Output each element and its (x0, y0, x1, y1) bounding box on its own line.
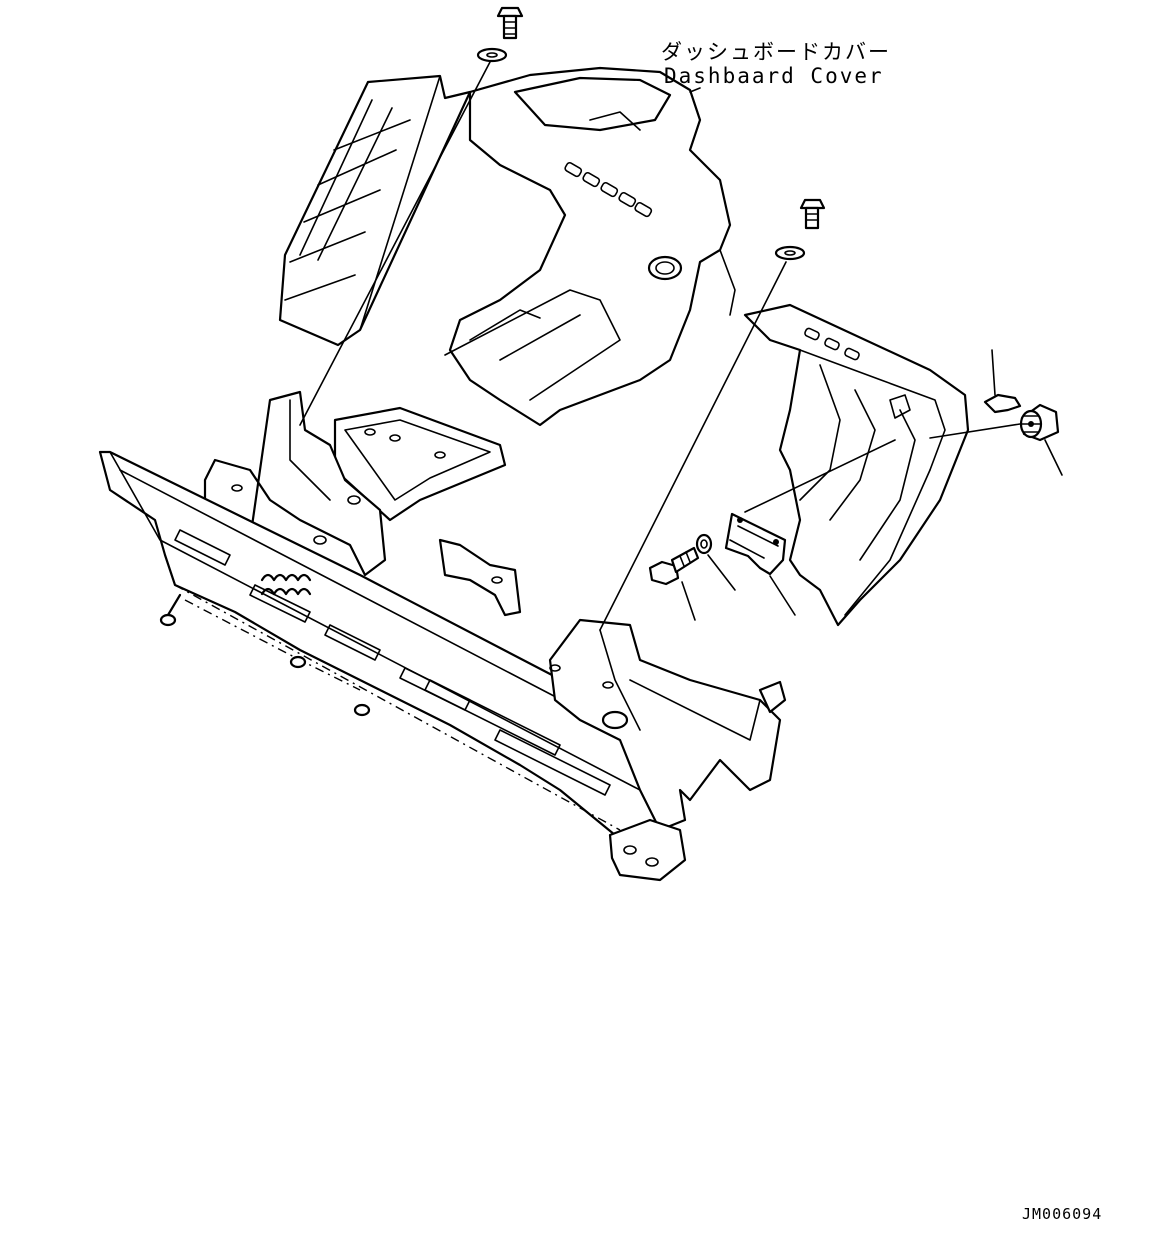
dashboard-cover (278, 66, 736, 427)
bolt-icon (648, 546, 700, 586)
cover-label-leader (689, 87, 701, 93)
washer-icon (774, 245, 806, 261)
socket-callout-leader (1044, 439, 1063, 476)
dashboard-cover-label-en: Dashbaard Cover (664, 64, 884, 88)
clip-callout-leader (991, 349, 996, 396)
washer-icon (695, 533, 713, 555)
side-cover-vents (804, 327, 860, 361)
clip-icon (983, 393, 1022, 414)
screw-icon (496, 6, 524, 40)
bolt-leader (681, 581, 696, 621)
screw-leader-left (299, 61, 491, 426)
screw-icon (799, 198, 826, 230)
screw-leader-center (599, 261, 787, 631)
dash-frame (98, 390, 787, 882)
bracket-callout-leader (769, 575, 796, 616)
frame-fasteners (159, 593, 371, 717)
washer-leader (707, 554, 736, 591)
socket-icon (1019, 403, 1060, 442)
right-side-cover (743, 303, 970, 627)
dashboard-cover-label-jp: ダッシュボードカバー (661, 40, 891, 64)
cover-vent-row (564, 161, 653, 218)
socket-leader (929, 423, 1021, 439)
washer-icon (476, 47, 508, 63)
bracket-icon (724, 512, 787, 576)
harness-spring (260, 573, 312, 596)
bracket-leader (744, 439, 896, 513)
drawing-number: JM006094 (1022, 1205, 1103, 1223)
